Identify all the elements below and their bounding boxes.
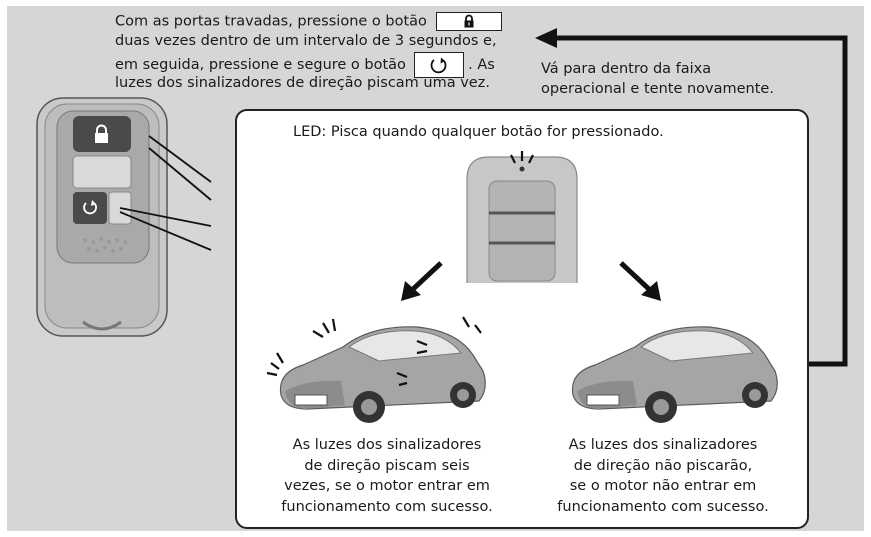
instruction-line-3: em seguida, pressione e segure o botão .… xyxy=(115,52,495,78)
car-no-flash xyxy=(571,326,778,423)
arrow-to-failure xyxy=(619,261,661,301)
failure-caption-line-4: funcionamento com sucesso. xyxy=(557,498,769,515)
failure-caption-line-3: se o motor não entrar em xyxy=(569,478,757,494)
remote-start-button-inline xyxy=(413,52,464,78)
lock-button-inline xyxy=(435,12,502,31)
result-panel: LED: Pisca quando qualquer botão for pre… xyxy=(235,109,809,529)
loop-back-arrow xyxy=(535,28,848,367)
fob-closeup xyxy=(466,151,578,283)
failure-caption: As luzes dos sinalizadores de direção nã… xyxy=(533,435,793,517)
diagram-canvas: Com as portas travadas, pressione o botã… xyxy=(7,6,864,531)
flash-marks xyxy=(267,316,482,387)
lock-icon xyxy=(464,14,474,28)
led-dot xyxy=(519,166,525,172)
instruction-line-2: duas vezes dentro de um intervalo de 3 s… xyxy=(115,33,497,49)
success-caption-line-4: funcionamento com sucesso. xyxy=(281,498,493,515)
failure-caption-line-1: As luzes dos sinalizadores xyxy=(568,437,758,453)
car-flashing xyxy=(267,316,486,423)
remote-start-icon xyxy=(430,57,446,74)
instruction-text-3-end: . As xyxy=(468,57,495,73)
instruction-line-1: Com as portas travadas, pressione o botã… xyxy=(115,12,502,32)
instruction-text-1: Com as portas travadas, pressione o botã… xyxy=(115,13,427,30)
fob-remote-start-button xyxy=(73,192,107,224)
success-caption-line-1: As luzes dos sinalizadores xyxy=(292,437,482,453)
key-fob xyxy=(36,97,212,337)
success-caption: As luzes dos sinalizadores de direção pi… xyxy=(257,435,517,517)
failure-caption-line-2: de direção não piscarão, xyxy=(573,457,753,474)
retry-line-2: operacional e tente novamente. xyxy=(541,81,774,97)
instruction-text-3: em seguida, pressione e segure o botão xyxy=(115,57,406,73)
retry-line-1: Vá para dentro da faixa xyxy=(541,61,712,77)
led-label: LED: Pisca quando qualquer botão for pre… xyxy=(293,124,664,140)
success-caption-line-3: vezes, se o motor entrar em xyxy=(284,478,490,494)
instruction-line-4: luzes dos sinalizadores de direção pisca… xyxy=(115,75,490,91)
arrow-to-success xyxy=(401,261,443,301)
success-caption-line-2: de direção piscam seis xyxy=(304,457,470,474)
